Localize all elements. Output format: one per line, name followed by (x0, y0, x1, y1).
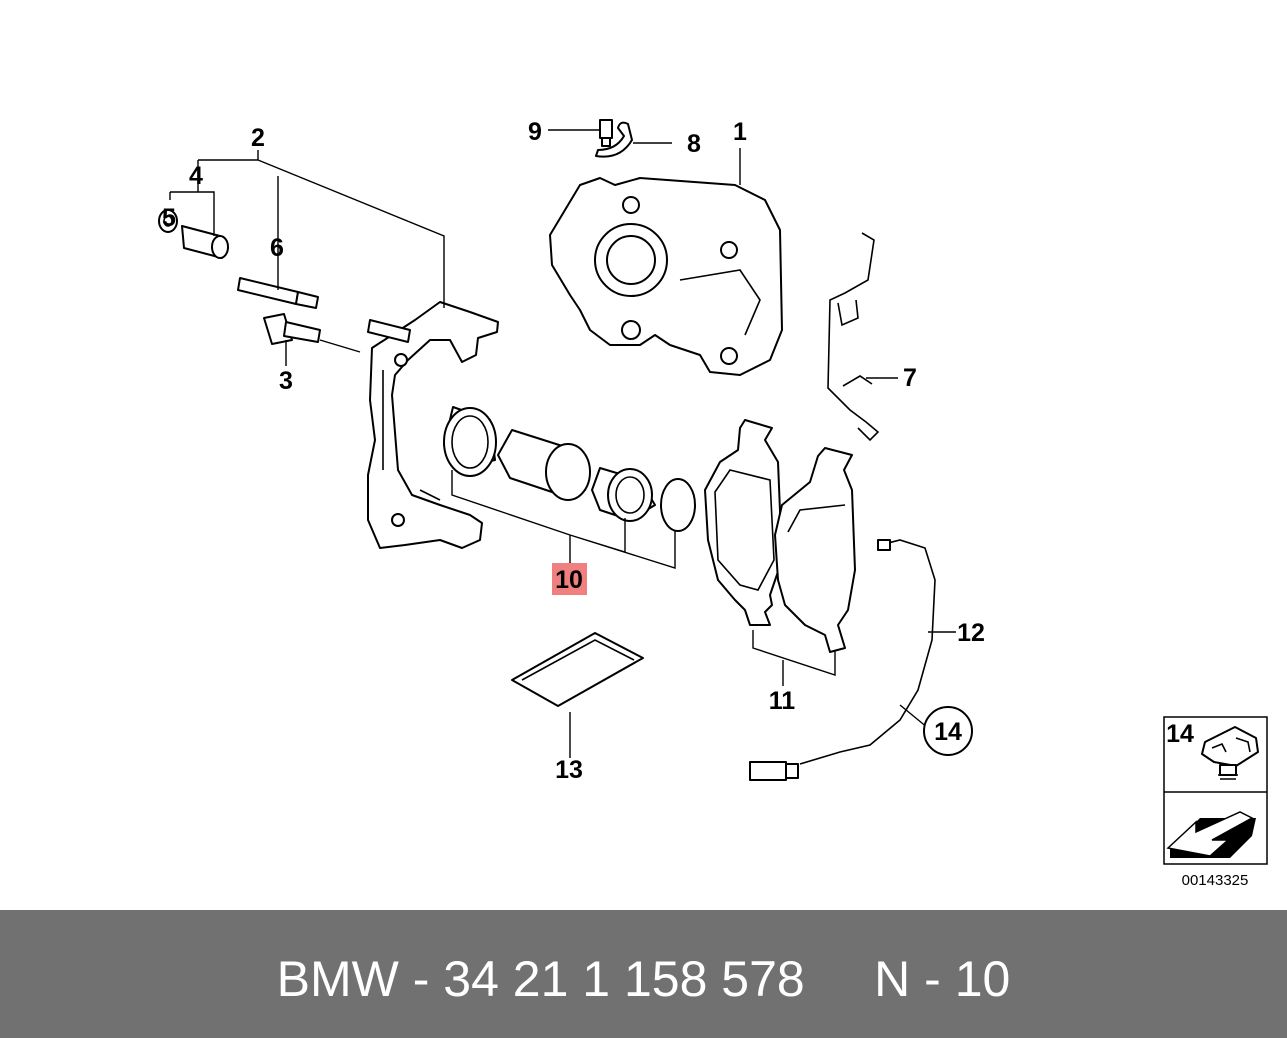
callout-6: 6 (270, 234, 284, 262)
callout-9: 9 (528, 118, 542, 146)
callout-10: 10 (555, 566, 583, 594)
inset-label-14: 14 (1166, 720, 1194, 748)
callout-11: 11 (769, 687, 796, 715)
callout-14-circle (923, 706, 973, 756)
detail-inset-panel: 14 (1163, 716, 1268, 865)
brake-pad-set (704, 419, 856, 653)
anti-rattle-spring (827, 232, 880, 442)
part-number-label: BMW - 34 21 1 158 578 N - 10 (276, 951, 1011, 1007)
callout-4: 4 (189, 162, 203, 190)
piston-seal-kit (443, 406, 696, 532)
brake-grease-packet (511, 632, 644, 707)
brake-wear-sensor (749, 539, 936, 781)
retaining-clip (595, 121, 633, 158)
brake-caliper-exploded-diagram: 1 2 3 4 5 6 7 8 9 10 11 12 13 14 14 0014… (158, 118, 1268, 889)
callout-2: 2 (251, 124, 265, 152)
leader-lines (169, 129, 956, 758)
callout-1: 1 (733, 118, 747, 146)
diagram-number: 00143325 (1182, 872, 1249, 889)
brake-caliper-housing (549, 177, 783, 376)
bleeder-valve (599, 119, 613, 147)
callout-5: 5 (162, 204, 176, 232)
callout-10-highlight (552, 563, 587, 595)
callout-12: 12 (957, 619, 985, 647)
next-page-arrow-icon[interactable] (1166, 811, 1256, 858)
callout-7: 7 (903, 364, 917, 392)
bolt-hex-head (263, 313, 321, 345)
callout-14: 14 (934, 718, 962, 746)
connector-clip-icon (1201, 726, 1259, 780)
caliper-carrier-bracket (367, 301, 499, 549)
guide-pin-sleeve (181, 225, 229, 259)
protective-cap (158, 209, 178, 233)
guide-pin (237, 277, 411, 343)
callout-8: 8 (687, 130, 701, 158)
callout-13: 13 (555, 756, 583, 784)
callout-3: 3 (279, 367, 293, 395)
footer-bar: BMW - 34 21 1 158 578 N - 10 (0, 910, 1287, 1038)
